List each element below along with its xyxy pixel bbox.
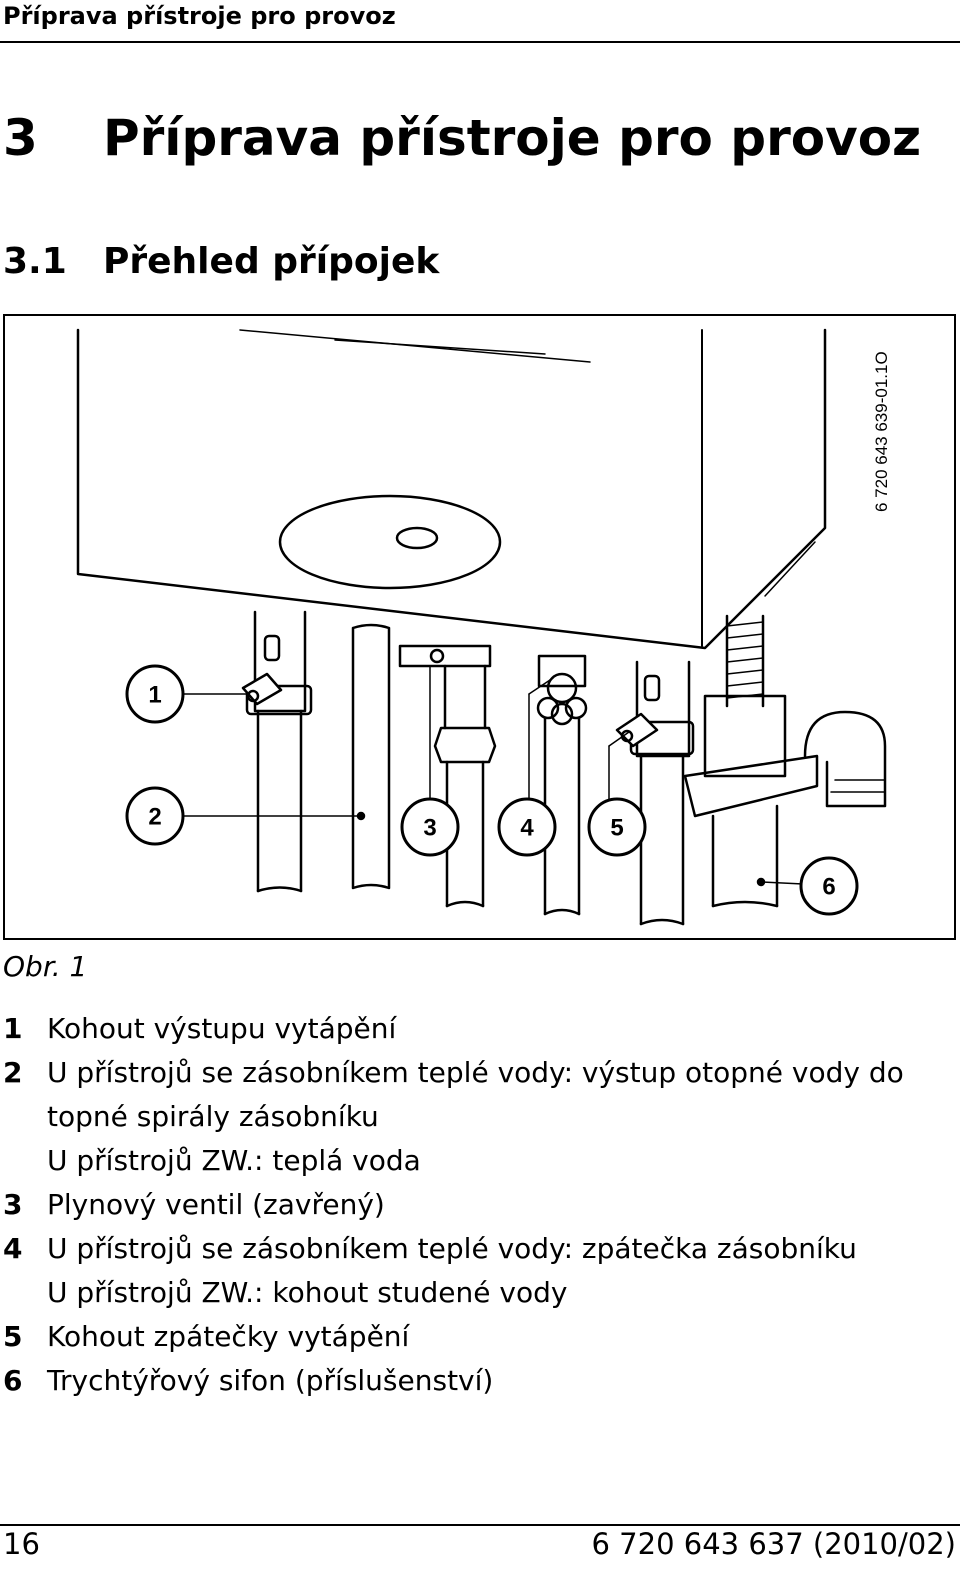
section-number: 3.1 <box>3 241 67 282</box>
chapter-number: 3 <box>3 109 38 167</box>
callout-3: 3 <box>423 815 436 842</box>
boiler-casing <box>76 328 827 650</box>
document-reference: 6 720 643 637 (2010/02) <box>591 1527 956 1561</box>
callout-2: 2 <box>148 804 161 831</box>
legend-key: 1 <box>3 1012 23 1045</box>
callout-4: 4 <box>520 815 534 842</box>
hot-water-pipe <box>351 623 391 890</box>
funnel-siphon <box>683 614 887 908</box>
legend-key: 3 <box>3 1188 23 1221</box>
gas-valve <box>398 644 497 908</box>
page-number: 16 <box>3 1527 40 1561</box>
control-panel-ellipse <box>278 494 502 590</box>
legend-key: 5 <box>3 1320 23 1353</box>
legend-key: 6 <box>3 1364 23 1397</box>
callout-1: 1 <box>148 682 161 709</box>
legend-key: 2 <box>3 1056 23 1089</box>
legend-text: Kohout zpátečky vytápění <box>47 1320 410 1353</box>
legend-text: U přístrojů ZW.: teplá voda <box>47 1144 421 1177</box>
legend-text: Kohout výstupu vytápění <box>47 1012 397 1045</box>
section-title: Přehled přípojek <box>103 241 440 282</box>
running-header: Příprava přístroje pro provoz <box>3 2 396 30</box>
heating-flow-valve <box>154 610 313 893</box>
header-rule <box>0 41 960 43</box>
legend-text: Plynový ventil (zavřený) <box>47 1188 385 1221</box>
legend-text: U přístrojů ZW.: kohout studené vody <box>47 1276 568 1309</box>
figure-code: 6 720 643 639-01.1O <box>872 351 891 512</box>
legend-text: Trychtýřový sifon (příslušenství) <box>47 1364 494 1397</box>
legend-key: 4 <box>3 1232 23 1265</box>
cold-water-cock <box>536 654 588 916</box>
legend-text: U přístrojů se zásobníkem teplé vody: zp… <box>47 1232 857 1265</box>
callout-6: 6 <box>822 874 835 901</box>
legend-text: U přístrojů se zásobníkem teplé vody: vý… <box>47 1056 904 1089</box>
figure-caption: Obr. 1 <box>3 950 88 983</box>
chapter-title: Příprava přístroje pro provoz <box>103 109 922 167</box>
legend-text: topné spirály zásobníku <box>47 1100 379 1133</box>
boiler-connections-illustration: 1 2 3 4 5 6 6 720 643 639-01.1O <box>76 328 891 926</box>
heating-return-valve <box>615 660 695 926</box>
connections-figure: 1 2 3 4 5 6 6 720 643 639-01.1O <box>3 314 956 940</box>
callout-5: 5 <box>610 815 623 842</box>
footer-rule <box>0 1524 960 1526</box>
